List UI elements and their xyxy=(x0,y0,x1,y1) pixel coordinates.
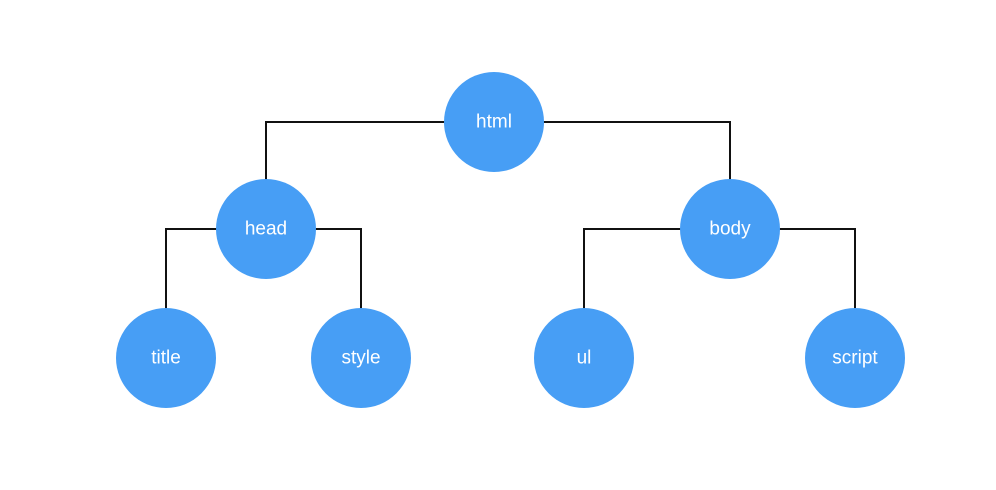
tree-edges xyxy=(165,121,856,310)
node-body-label: body xyxy=(709,219,751,240)
node-ul-circle xyxy=(534,308,634,408)
tree-nodes: html head body title style ul script xyxy=(116,72,905,408)
node-title-label: title xyxy=(151,348,181,369)
node-style-label: style xyxy=(341,348,380,369)
node-style: style xyxy=(311,308,411,408)
edge-body-ul xyxy=(583,228,682,310)
node-style-circle xyxy=(311,308,411,408)
node-script: script xyxy=(805,308,905,408)
node-head-label: head xyxy=(245,219,287,240)
node-body-circle xyxy=(680,179,780,279)
node-head: head xyxy=(216,179,316,279)
edge-body-script xyxy=(778,228,856,310)
node-html: html xyxy=(444,72,544,172)
node-script-label: script xyxy=(832,348,878,369)
edge-html-head xyxy=(265,121,446,182)
node-body: body xyxy=(680,179,780,279)
node-html-circle xyxy=(444,72,544,172)
edge-head-style xyxy=(314,228,362,310)
edge-head-title xyxy=(165,228,218,310)
node-title-circle xyxy=(116,308,216,408)
node-title: title xyxy=(116,308,216,408)
node-html-label: html xyxy=(476,112,512,133)
node-ul: ul xyxy=(534,308,634,408)
edge-html-body xyxy=(542,121,731,182)
node-head-circle xyxy=(216,179,316,279)
node-script-circle xyxy=(805,308,905,408)
node-ul-label: ul xyxy=(577,348,592,369)
